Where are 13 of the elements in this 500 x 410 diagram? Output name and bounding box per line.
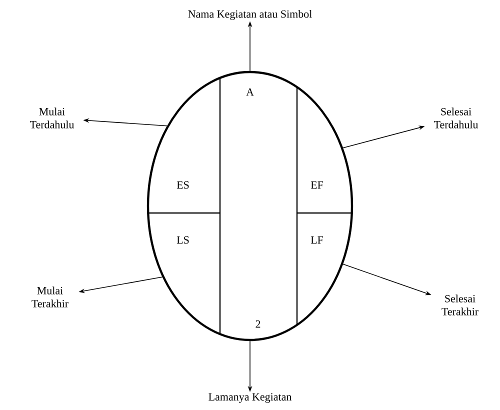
annotation-label: Lamanya Kegiatan [208, 393, 292, 403]
annotation-label: Mulai Terakhir [32, 286, 68, 308]
cell-label: LS [176, 236, 189, 244]
cell-label: EF [310, 181, 324, 189]
annotation-label: Selesai Terdahulu [434, 108, 478, 128]
cell-label: LF [310, 236, 324, 244]
cell-label: ES [176, 181, 189, 189]
annotation-label: Nama Kegiatan atau Simbol [188, 10, 312, 20]
annotation-label: Mulai Terdahulu [30, 108, 74, 128]
annotation-label: Selesai Terakhir [442, 294, 478, 316]
cell-label: 2 [256, 320, 260, 328]
activity-circle [146, 70, 354, 342]
cell-label: A [246, 88, 254, 96]
